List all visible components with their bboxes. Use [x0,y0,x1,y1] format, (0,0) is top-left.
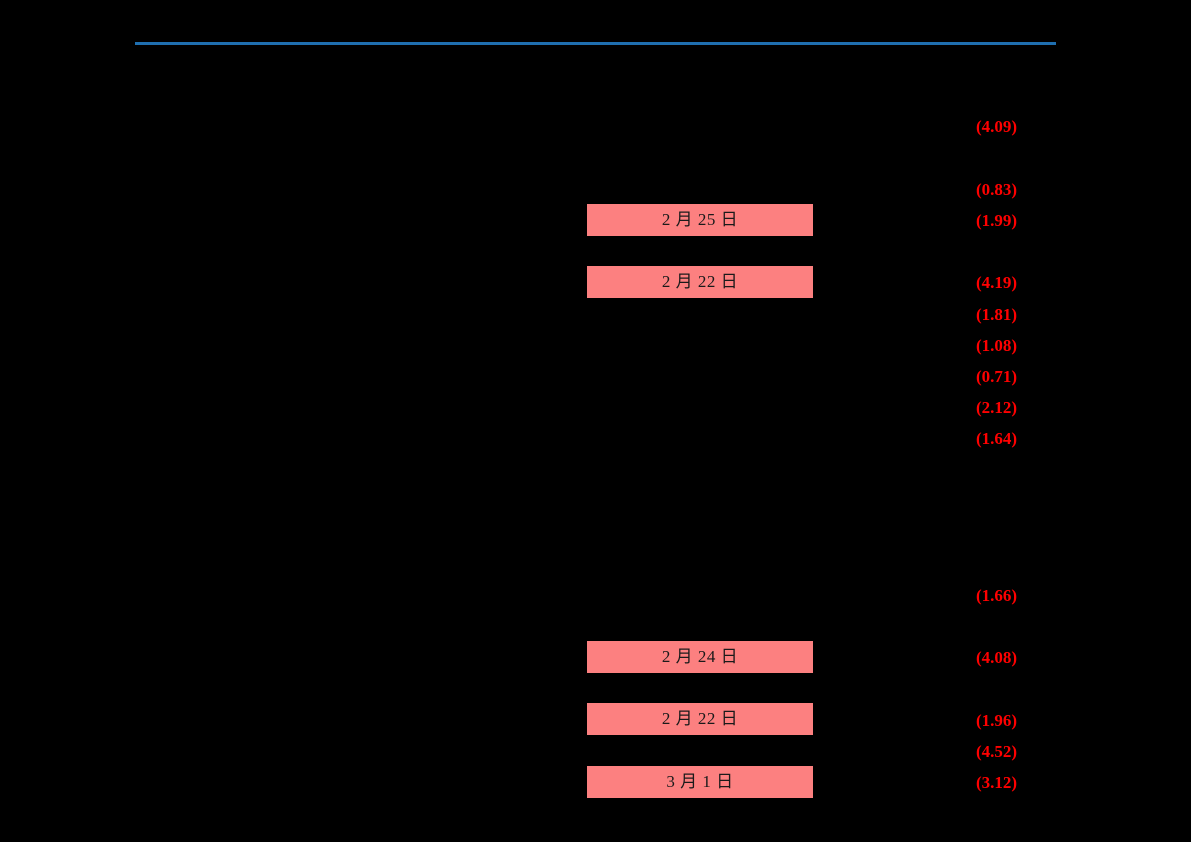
negative-value: (4.52) [976,742,1018,761]
negative-value: (1.96) [976,711,1018,730]
date-highlight-cell[interactable]: 2 月 22 日 [587,266,813,298]
negative-value: (1.99) [976,211,1018,230]
negative-value: (4.19) [976,273,1018,292]
date-highlight-cell[interactable]: 3 月 1 日 [587,766,813,798]
negative-value: (4.09) [976,117,1018,136]
negative-value: (2.12) [976,398,1018,417]
date-highlight-cell[interactable]: 2 月 22 日 [587,703,813,735]
negative-value: (1.64) [976,429,1018,448]
negative-value: (4.08) [976,648,1018,667]
negative-value: (3.12) [976,773,1018,792]
negative-value: (0.71) [976,367,1018,386]
negative-value: (1.81) [976,305,1018,324]
negative-value: (0.83) [976,180,1018,199]
date-highlight-cell[interactable]: 2 月 24 日 [587,641,813,673]
negative-value: (1.08) [976,336,1018,355]
negative-value: (1.66) [976,586,1018,605]
header-rule [135,42,1056,45]
date-highlight-cell[interactable]: 2 月 25 日 [587,204,813,236]
